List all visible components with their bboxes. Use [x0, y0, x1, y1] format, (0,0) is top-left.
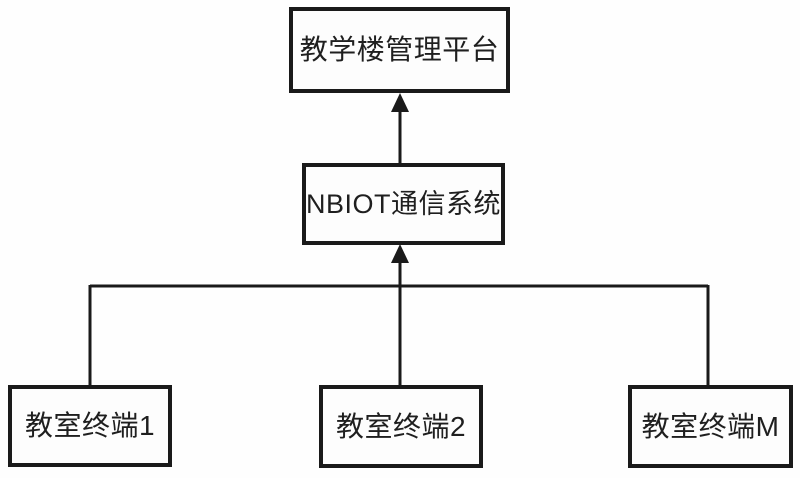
arrow-bus-to-nbiot-head	[391, 244, 409, 263]
node-terminal-1-label: 教室终端1	[24, 410, 156, 441]
node-terminal-2-label: 教室终端2	[335, 410, 467, 442]
arrow-nbiot-to-platform-head	[391, 93, 409, 112]
node-management-platform: 教学楼管理平台	[289, 7, 510, 93]
node-terminal-1: 教室终端1	[8, 385, 172, 467]
node-management-platform-label: 教学楼管理平台	[299, 34, 500, 65]
node-terminal-M-label: 教室终端M	[641, 410, 780, 442]
node-nbiot-system-label: NBIOT通信系统	[306, 188, 502, 219]
node-terminal-2: 教室终端2	[319, 385, 483, 468]
node-terminal-M: 教室终端M	[628, 385, 793, 468]
node-nbiot-system: NBIOT通信系统	[302, 163, 505, 245]
